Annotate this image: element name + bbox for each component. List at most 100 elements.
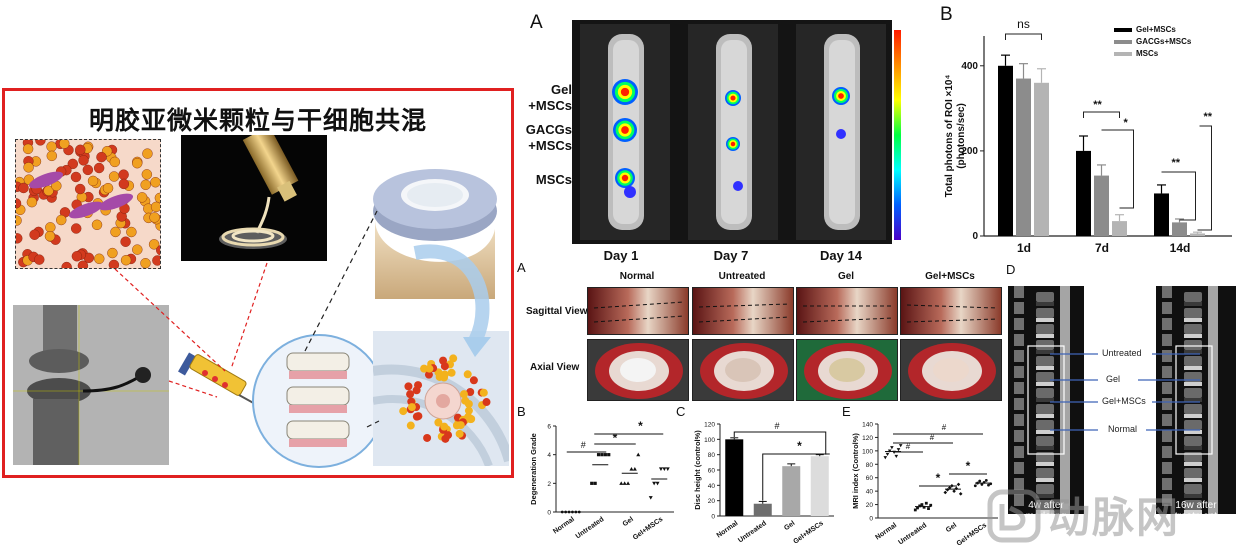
mri-chart-point <box>927 507 930 510</box>
gel-particle-closeup-illustration <box>15 139 161 269</box>
mri-chart-ylabel: MRI index (Control%) <box>851 433 860 509</box>
chart-b-significance-bracket <box>1083 111 1120 118</box>
grade-chart-point <box>600 453 604 457</box>
watermark-logo-icon <box>987 489 1041 543</box>
histology-sagittal-image <box>587 287 689 335</box>
height-chart-ytick-label: 40 <box>708 483 716 490</box>
ivis-day-label-14: Day 14 <box>820 248 862 263</box>
chart-b-bar <box>1016 78 1031 236</box>
mri-chart-ytick-label: 100 <box>862 448 873 455</box>
mri-label-untreated: Untreated <box>1100 348 1144 358</box>
mri-chart-point <box>890 446 894 450</box>
histology-col-untreated: Untreated <box>718 271 766 282</box>
chart-b-bar <box>1094 175 1109 236</box>
height-chart-bar <box>725 439 744 516</box>
grade-chart-point <box>636 452 641 457</box>
chart-b-legend-label: GACGs+MSCs <box>1136 37 1192 46</box>
mri-chart-category-label: Gel <box>945 522 958 534</box>
grade-chart-ylabel: Degeneration Grade <box>529 433 538 505</box>
mri-chart-ytick-label: 140 <box>862 422 873 429</box>
mri-label-lines <box>1050 353 1200 431</box>
panel-b-letter: B <box>940 4 953 25</box>
ivis-imaging-panel <box>572 20 892 244</box>
chart-b-category-label: 14d <box>1170 241 1191 255</box>
chart-b-category-label: 1d <box>1017 241 1031 255</box>
height-chart-category-label: Gel+MSCs <box>792 520 825 546</box>
mri-chart-point <box>929 503 933 507</box>
chart-b-ytick-label: 400 <box>961 61 978 72</box>
mri-chart-ytick-label: 120 <box>862 435 873 442</box>
histology-col-normal: Normal <box>619 271 655 282</box>
mri-chart-point <box>956 482 961 487</box>
grade-chart-point <box>632 467 637 471</box>
grade-chart-point <box>648 496 653 500</box>
histology-col-gel-mscs: Gel+MSCs <box>925 271 975 282</box>
chart-b-significance-bracket <box>1005 33 1042 40</box>
chart-b-bar <box>998 65 1013 236</box>
height-chart-significance-line <box>733 431 827 455</box>
mri-chart-point <box>885 452 890 457</box>
mri-chart-point <box>916 506 919 510</box>
sagittal-view-label: Sagittal View <box>526 306 588 317</box>
mri-chart-point <box>954 486 959 491</box>
mri-chart-point <box>924 501 928 505</box>
ivis-row-label-gel-mscs: Gel +MSCs <box>528 82 572 113</box>
height-chart-significance-label: # <box>774 421 779 431</box>
mri-chart-significance-label: # <box>942 423 947 432</box>
grade-chart-point <box>652 481 657 486</box>
grade-chart-point <box>626 481 631 485</box>
grade-chart-category-label: Untreated <box>575 516 606 540</box>
gel-beads-graphic <box>16 140 160 268</box>
mri-chart-ytick-label: 20 <box>866 502 874 509</box>
histology-axial-image <box>692 339 794 401</box>
ivis-row-label-mscs: MSCs <box>535 172 572 187</box>
histology-panel-letter: A <box>517 260 526 275</box>
height-chart-ylabel: Disc height (control%) <box>693 430 702 510</box>
height-chart-ytick-label: 20 <box>708 498 716 505</box>
intervertebral-disc-model-illustration <box>355 129 505 299</box>
ivis-day-label-1: Day 1 <box>603 248 639 263</box>
luminescence-colorbar <box>894 30 901 240</box>
mri-chart-category-label: Untreated <box>897 522 928 546</box>
panel-e-letter: E <box>842 404 851 419</box>
chart-b-legend-label: Gel+MSCs <box>1136 25 1176 34</box>
mri-chart-point <box>918 504 922 508</box>
ivis-day-label-7: Day 7 <box>713 248 749 263</box>
histology-axial-image <box>587 339 689 401</box>
histology-axial-image <box>796 339 898 401</box>
grade-chart-point <box>560 510 564 514</box>
height-chart-ytick-label: 120 <box>704 422 715 429</box>
panel-a-letter: A <box>530 12 543 33</box>
chart-b-significance-bracket <box>1197 125 1212 231</box>
watermark-text: 动脉网 <box>1048 493 1181 542</box>
chart-b-ytick-label: 200 <box>961 146 978 157</box>
mri-label-gel-mscs: Gel+MSCs <box>1100 396 1148 406</box>
chart-b-bar <box>1154 193 1169 236</box>
chart-b-legend-swatch <box>1114 28 1132 32</box>
syringe-icon <box>178 352 258 406</box>
ivis-row-label-gacgs-mscs: GACGs +MSCs <box>525 122 572 153</box>
grade-chart-point <box>665 467 670 471</box>
grade-chart-point <box>662 467 667 471</box>
panel-c-letter: C <box>676 404 686 419</box>
grade-chart-point <box>596 453 601 457</box>
mri-chart-point <box>943 490 948 495</box>
chart-b-significance-label: ** <box>1093 99 1102 111</box>
height-chart-ytick-label: 60 <box>708 468 716 475</box>
grade-chart-point <box>603 453 607 457</box>
height-chart-category-label: Normal <box>716 520 740 540</box>
chart-b-ylabel-unit: (photons/sec) <box>956 103 967 169</box>
grade-chart-point <box>593 481 597 485</box>
height-chart-significance-line <box>762 453 830 501</box>
mri-chart-significance-label: * <box>966 459 971 473</box>
grade-chart-category-label: Normal <box>552 516 576 536</box>
height-chart-bar <box>810 456 829 516</box>
grade-chart-point <box>658 467 663 471</box>
histology-col-gel: Gel <box>837 271 855 282</box>
chart-b-bar <box>1034 82 1049 237</box>
chart-b-ylabel: Total photons of ROI ×10⁴ <box>944 75 955 198</box>
grade-chart-point <box>655 481 660 486</box>
grade-chart-point <box>577 510 581 514</box>
grade-chart-significance-label: * <box>613 431 618 445</box>
axial-view-label: Axial View <box>530 362 580 373</box>
